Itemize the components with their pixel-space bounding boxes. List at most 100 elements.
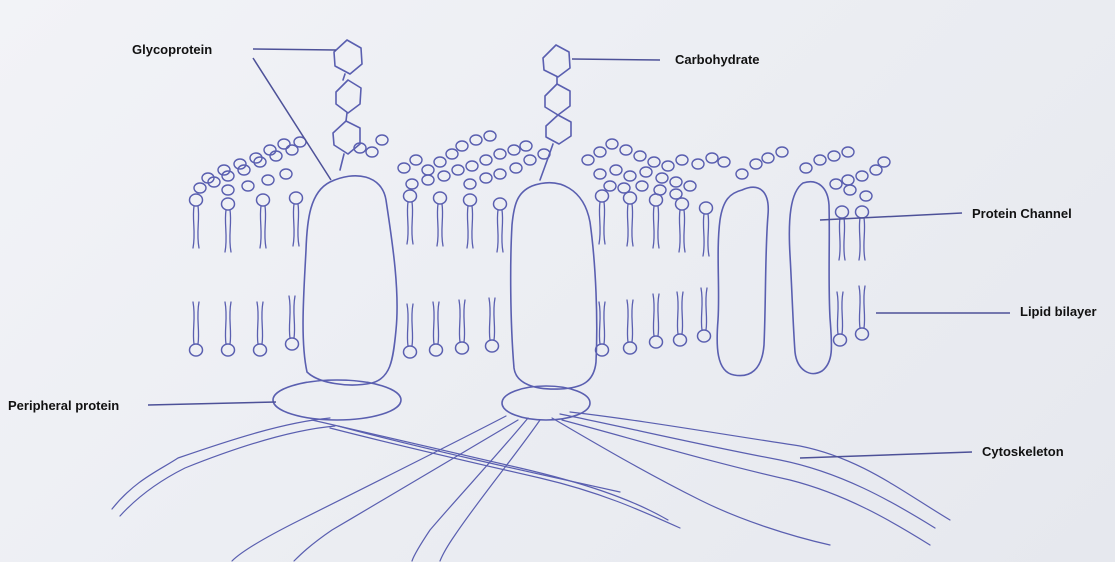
phospholipid-head <box>656 173 668 183</box>
phospholipid <box>254 302 267 356</box>
phospholipid-head <box>466 161 478 171</box>
phospholipid-head <box>434 157 446 167</box>
phospholipid <box>856 286 869 340</box>
phospholipid-head <box>194 183 206 193</box>
phospholipid-head <box>676 155 688 165</box>
phospholipid-head <box>470 135 482 145</box>
phospholipid-head <box>718 157 730 167</box>
phospholipid-head <box>480 155 492 165</box>
phospholipid-head <box>684 181 696 191</box>
phospholipid-head <box>654 185 666 195</box>
phospholipid-head <box>800 163 812 173</box>
phospholipid-head <box>508 145 520 155</box>
phospholipid-head <box>636 181 648 191</box>
phospholipid-head <box>624 171 636 181</box>
phospholipid-head <box>706 153 718 163</box>
phospholipid-head <box>620 145 632 155</box>
phospholipid <box>404 190 417 244</box>
phospholipid <box>494 198 507 252</box>
phospholipid-head <box>762 153 774 163</box>
phospholipid-head <box>604 181 616 191</box>
phospholipid <box>456 300 469 354</box>
label-glycoprotein: Glycoprotein <box>132 42 212 58</box>
phospholipid <box>222 302 235 356</box>
peripheral-protein-right <box>502 386 590 420</box>
phospholipid-head <box>860 191 872 201</box>
glycoprotein-sugar-chain <box>333 40 362 170</box>
label-carbohydrate: Carbohydrate <box>675 52 760 68</box>
phospholipid-head <box>242 181 254 191</box>
phospholipid <box>404 304 417 358</box>
phospholipid-head <box>830 179 842 189</box>
phospholipid-head <box>406 179 418 189</box>
phospholipid <box>834 292 847 346</box>
phospholipid <box>836 206 849 260</box>
phospholipid-head <box>422 175 434 185</box>
phospholipid-head <box>606 139 618 149</box>
phospholipid <box>464 194 477 248</box>
phospholipid <box>624 192 637 246</box>
phospholipid-head <box>238 165 250 175</box>
phospholipid-head <box>452 165 464 175</box>
phospholipid-head <box>480 173 492 183</box>
phospholipid <box>434 192 447 246</box>
phospholipid-head <box>438 171 450 181</box>
phospholipid <box>624 300 637 354</box>
phospholipid-head <box>464 179 476 189</box>
phospholipid-head <box>814 155 826 165</box>
phospholipid-head <box>222 185 234 195</box>
phospholipid-head <box>828 151 840 161</box>
phospholipid <box>674 292 687 346</box>
phospholipid-head <box>524 155 536 165</box>
phospholipid-head <box>494 149 506 159</box>
phospholipid <box>286 296 299 350</box>
phospholipid <box>190 302 203 356</box>
phospholipid <box>596 190 609 244</box>
phospholipid <box>222 198 235 252</box>
phospholipid-head <box>776 147 788 157</box>
phospholipid <box>650 194 663 248</box>
phospholipid-head <box>750 159 762 169</box>
phospholipid-head <box>218 165 230 175</box>
phospholipid <box>430 302 443 356</box>
phospholipid-head <box>662 161 674 171</box>
carbohydrate-chain <box>540 45 571 180</box>
phospholipid-head <box>640 167 652 177</box>
integral-protein <box>511 183 597 389</box>
phospholipid-head <box>280 169 292 179</box>
phospholipid-head <box>634 151 646 161</box>
phospholipid-head <box>842 175 854 185</box>
protein-channel-left <box>717 187 768 375</box>
phospholipid-head <box>692 159 704 169</box>
phospholipid <box>856 206 869 260</box>
protein-channel-right <box>789 182 831 374</box>
phospholipid-head <box>670 177 682 187</box>
phospholipid-head <box>376 135 388 145</box>
phospholipid <box>676 198 689 252</box>
phospholipid-head <box>222 171 234 181</box>
phospholipid <box>290 192 303 246</box>
phospholipid <box>698 288 711 342</box>
phospholipid-head <box>234 159 246 169</box>
phospholipid <box>257 194 270 248</box>
phospholipid-head <box>520 141 532 151</box>
phospholipid-head <box>422 165 434 175</box>
integral-glycoprotein <box>303 176 397 385</box>
phospholipid-head <box>456 141 468 151</box>
label-cytoskeleton: Cytoskeleton <box>982 444 1064 460</box>
phospholipid-head <box>582 155 594 165</box>
phospholipid-head <box>484 131 496 141</box>
phospholipid-head <box>736 169 748 179</box>
phospholipid-head <box>670 189 682 199</box>
phospholipid-head <box>856 171 868 181</box>
phospholipid <box>650 294 663 348</box>
phospholipid-head <box>262 175 274 185</box>
phospholipid-head <box>618 183 630 193</box>
phospholipid <box>700 202 713 256</box>
label-protein-channel: Protein Channel <box>972 206 1072 222</box>
phospholipid-head <box>510 163 522 173</box>
phospholipid-head <box>594 169 606 179</box>
phospholipid-head <box>878 157 890 167</box>
